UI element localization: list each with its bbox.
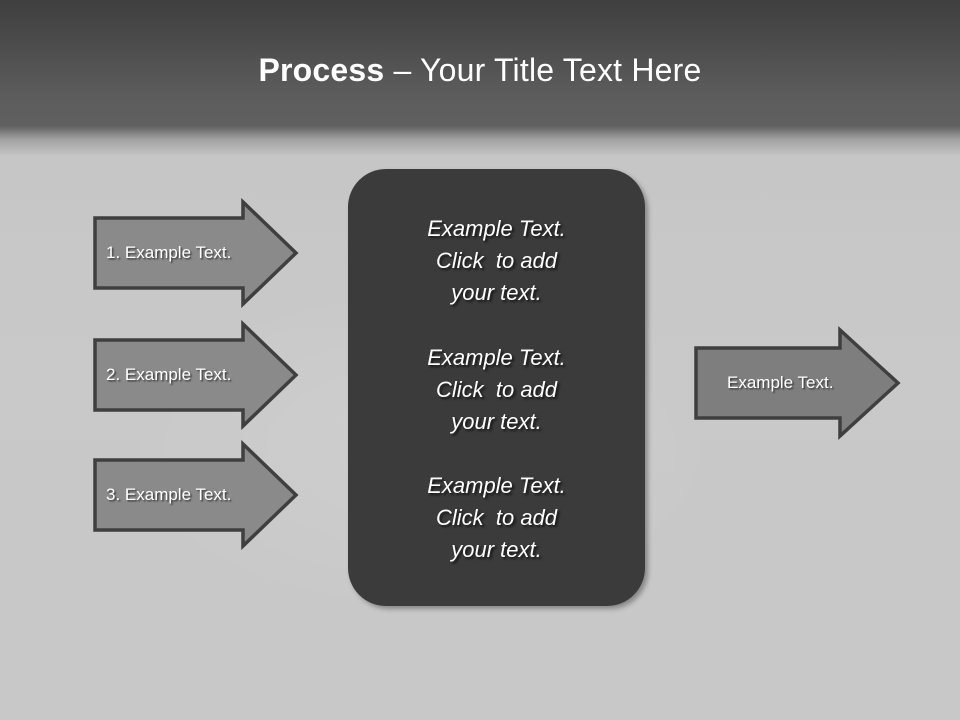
arrow-right-icon — [93, 319, 299, 431]
process-arrow-3[interactable]: 3. Example Text. — [93, 439, 299, 551]
panel-text-block-3-line-3: your text. — [451, 537, 542, 562]
arrow-right-icon — [694, 326, 901, 440]
panel-text-block-2-line-3: your text. — [451, 408, 542, 434]
page-title: Process – Your Title Text Here — [0, 52, 960, 89]
panel-text-block-1-line-3: your text. — [451, 280, 542, 305]
process-output-arrow[interactable]: Example Text. — [694, 326, 901, 440]
title-band-fade — [0, 126, 960, 156]
panel-text-block-2-line-1: Example Text. — [427, 344, 566, 370]
process-arrow-3-label: 3. Example Text. — [106, 485, 232, 504]
panel-text-block-3-line-2: Click to add — [435, 505, 558, 530]
panel-text-block-3-line-1: Example Text. — [427, 473, 566, 498]
panel-text-block-1-line-2: Click to add — [435, 248, 558, 273]
panel-text-block-3: Example Text. Click to add your text. — [370, 470, 623, 566]
process-arrow-1-label: 1. Example Text. — [106, 243, 232, 262]
panel-text-block-2-line-2: Click to add — [435, 376, 558, 402]
page-title-rest: – Your Title Text Here — [384, 52, 702, 88]
title-band — [0, 0, 960, 126]
process-detail-panel[interactable]: Example Text. Click to add your text. Ex… — [348, 169, 645, 606]
panel-text-block-2: Example Text. Click to add your text. — [370, 342, 623, 438]
process-arrow-1[interactable]: 1. Example Text. — [93, 197, 299, 309]
arrow-right-icon — [93, 197, 299, 309]
process-output-arrow-label: Example Text. — [727, 373, 834, 392]
process-arrow-2-label: 2. Example Text. — [106, 365, 232, 384]
arrow-right-icon — [93, 439, 299, 551]
process-arrow-2[interactable]: 2. Example Text. — [93, 319, 299, 431]
panel-text-block-1-line-1: Example Text. — [427, 216, 566, 241]
page-title-bold: Process — [258, 52, 385, 88]
panel-text-block-1: Example Text. Click to add your text. — [370, 213, 623, 309]
